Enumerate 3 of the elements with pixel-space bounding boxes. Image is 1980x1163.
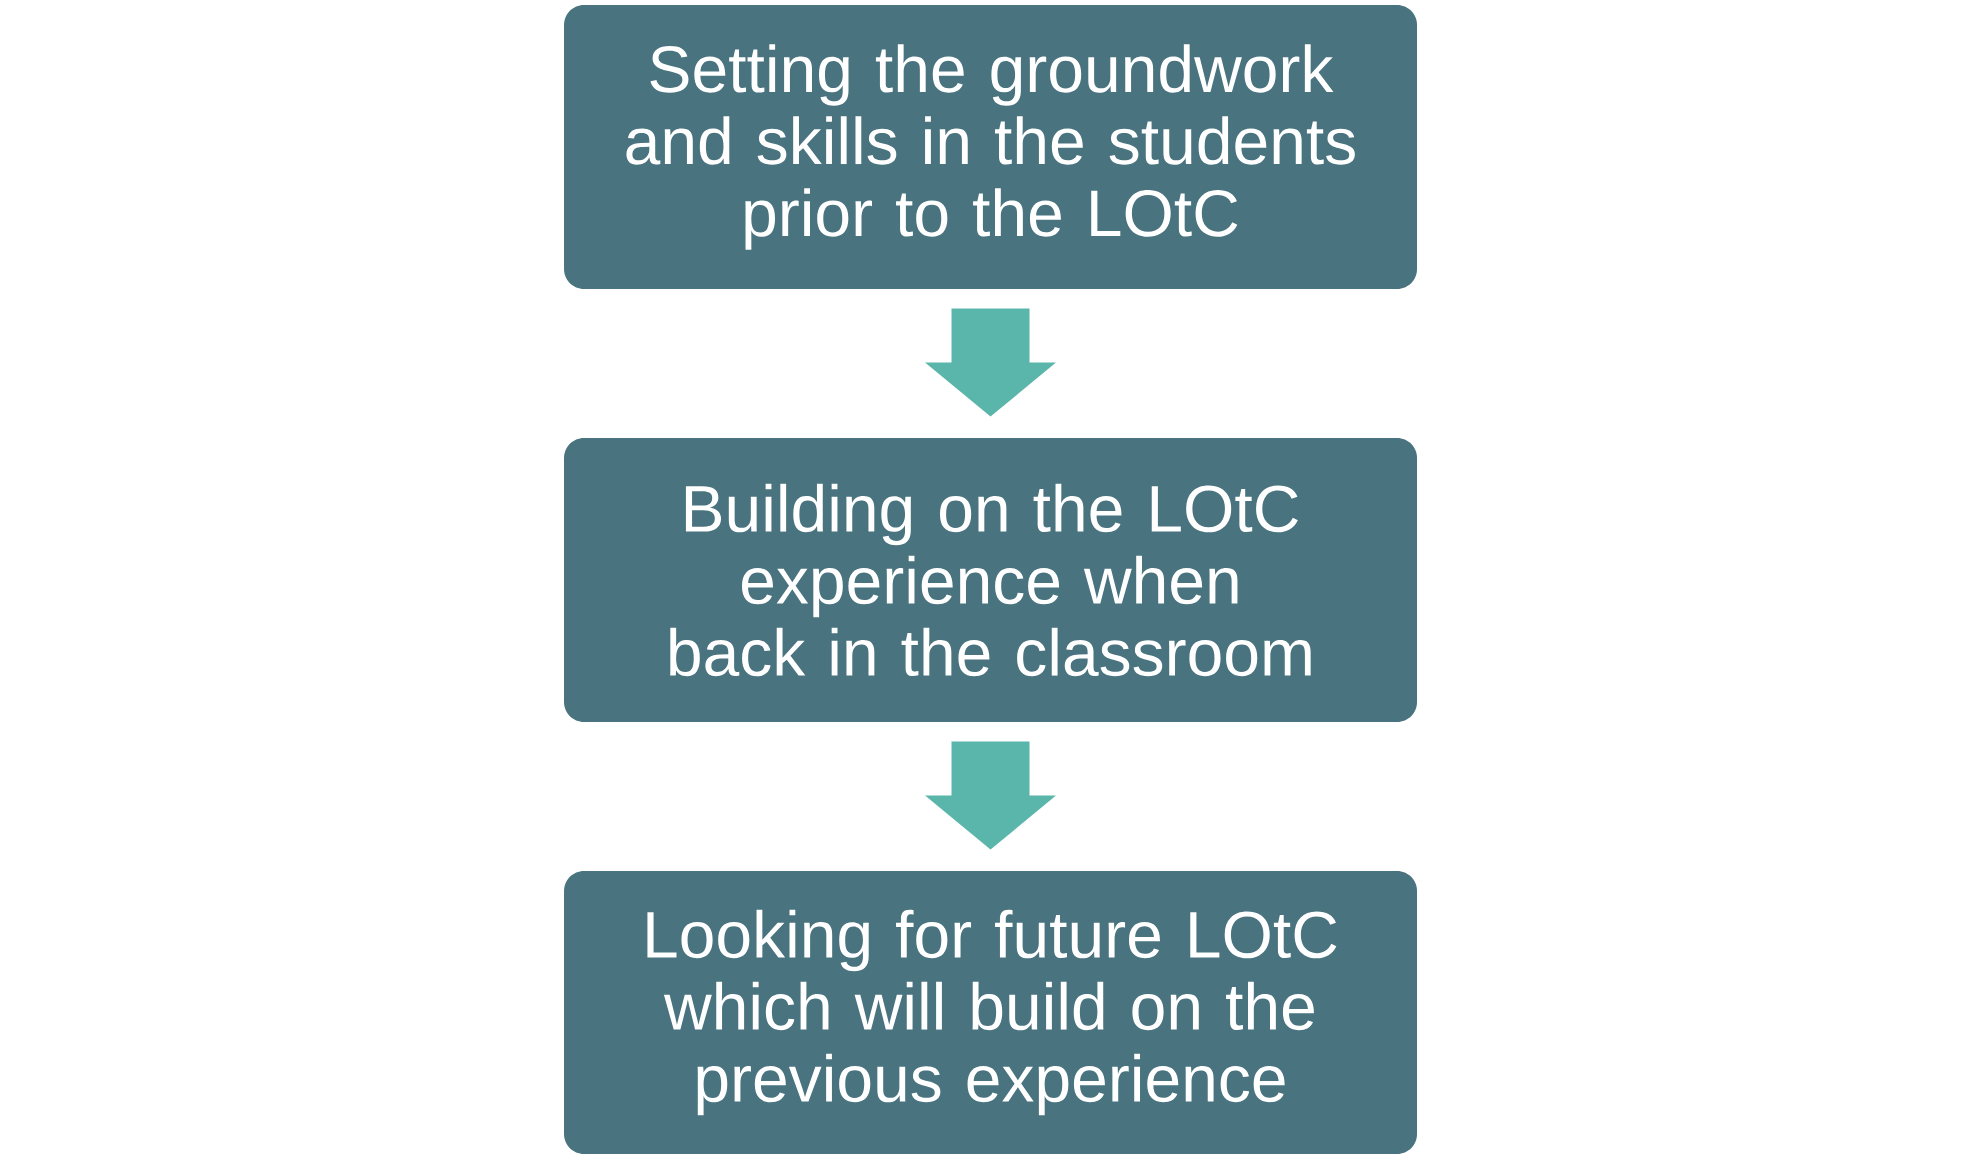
process-box: Building on the LOtC experience when back in the classroom xyxy=(564,438,1417,722)
process-box: Setting the groundwork and skills in the students prior to the LOtC xyxy=(564,5,1417,289)
process-box: Looking for future LOtC which will build on the previous experience xyxy=(564,871,1417,1154)
